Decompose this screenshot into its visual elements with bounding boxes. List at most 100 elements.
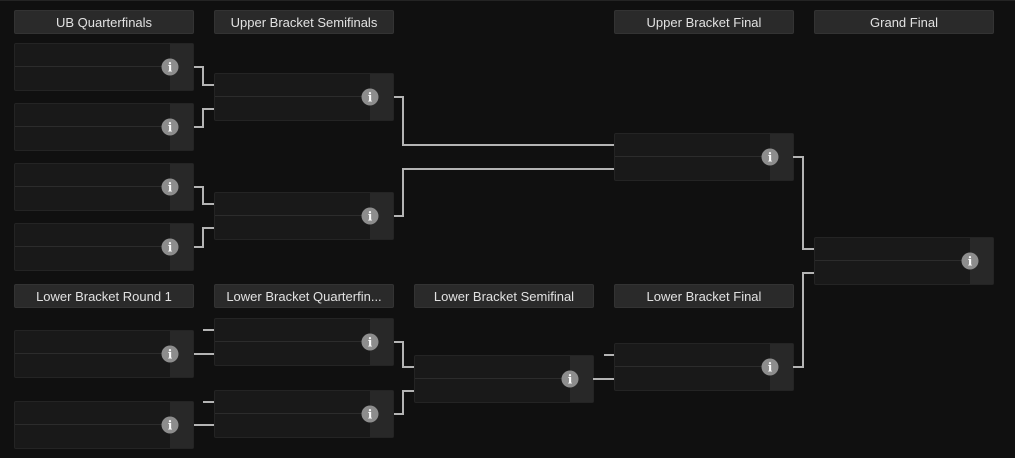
bracket-connector-line xyxy=(202,203,214,205)
match-info-icon[interactable]: i xyxy=(161,58,179,76)
score-column xyxy=(970,238,993,284)
bracket-connector-line xyxy=(394,96,404,98)
score-column xyxy=(170,331,193,377)
score-column xyxy=(570,356,593,402)
match-lb-quarterfinal-1: i xyxy=(214,318,394,366)
team-slot-top xyxy=(615,344,793,367)
bracket-connector-line xyxy=(394,413,404,415)
score-column xyxy=(170,164,193,210)
team-slot-top xyxy=(815,238,993,261)
match-ub-final: i xyxy=(614,133,794,181)
match-lb-quarterfinal-2: i xyxy=(214,390,394,438)
team-slot-top xyxy=(15,402,193,425)
bracket-connector-line xyxy=(202,186,204,205)
round-header-ub-quarterfinals: UB Quarterfinals xyxy=(14,10,194,34)
bracket-connector-line xyxy=(394,341,404,343)
bracket-connector-line xyxy=(802,272,814,274)
match-info-icon[interactable]: i xyxy=(161,118,179,136)
match-info-icon[interactable]: i xyxy=(761,148,779,166)
bracket-connector-line xyxy=(402,390,414,392)
round-header-grand-final: Grand Final xyxy=(814,10,994,34)
match-info-icon[interactable]: i xyxy=(761,358,779,376)
bracket-connector-line xyxy=(394,215,404,217)
score-column xyxy=(170,402,193,448)
bracket-connector-line xyxy=(402,96,404,146)
bracket-connector-line xyxy=(202,227,214,229)
bracket-connector-line xyxy=(202,84,214,86)
match-info-icon[interactable]: i xyxy=(161,416,179,434)
match-info-icon[interactable]: i xyxy=(161,345,179,363)
round-header-ub-final: Upper Bracket Final xyxy=(614,10,794,34)
match-info-icon[interactable]: i xyxy=(361,333,379,351)
bracket-connector-line xyxy=(194,186,204,188)
team-slot-top xyxy=(215,193,393,216)
bracket-connector-line xyxy=(202,227,204,248)
match-lb-round1-1: i xyxy=(14,330,194,378)
team-slot-top xyxy=(215,74,393,97)
team-slot-top xyxy=(215,319,393,342)
round-header-lb-semifinal: Lower Bracket Semifinal xyxy=(414,284,594,308)
match-lb-final: i xyxy=(614,343,794,391)
match-ub-quarterfinal-1: i xyxy=(14,43,194,91)
team-slot-top xyxy=(15,224,193,247)
bracket-connector-line xyxy=(402,144,614,146)
bracket-connector-line xyxy=(202,66,204,86)
match-info-icon[interactable]: i xyxy=(161,238,179,256)
match-info-icon[interactable]: i xyxy=(361,207,379,225)
team-slot-top xyxy=(415,356,593,379)
match-info-icon[interactable]: i xyxy=(161,178,179,196)
bracket-connector-line xyxy=(593,378,614,380)
team-slot-top xyxy=(215,391,393,414)
team-slot-top xyxy=(615,134,793,157)
round-header-lb-quarterfinals: Lower Bracket Quarterfin... xyxy=(214,284,394,308)
bracket-connector-line xyxy=(202,108,204,128)
match-ub-quarterfinal-3: i xyxy=(14,163,194,211)
bracket-connector-line xyxy=(194,353,214,355)
bracket-connector-line xyxy=(793,156,804,158)
bracket-connector-line xyxy=(402,341,404,368)
match-info-icon[interactable]: i xyxy=(361,405,379,423)
bracket-connector-line xyxy=(402,168,614,170)
bracket-connector-line xyxy=(402,168,404,217)
team-slot-top xyxy=(15,104,193,127)
team-slot-top xyxy=(15,331,193,354)
bracket-connector-line xyxy=(802,248,814,250)
match-info-icon[interactable]: i xyxy=(361,88,379,106)
team-slot-top xyxy=(15,44,193,67)
bracket-connector-line xyxy=(802,156,804,250)
score-column xyxy=(170,44,193,90)
bracket-connector-line xyxy=(202,108,214,110)
bracket-connector-line xyxy=(793,366,804,368)
match-ub-semifinal-1: i xyxy=(214,73,394,121)
score-column xyxy=(370,193,393,239)
bracket-connector-line xyxy=(203,329,214,331)
score-column xyxy=(170,104,193,150)
round-header-ub-semifinals: Upper Bracket Semifinals xyxy=(214,10,394,34)
team-slot-top xyxy=(15,164,193,187)
bracket-connector-line xyxy=(604,354,614,356)
score-column xyxy=(370,74,393,120)
match-grand-final: i xyxy=(814,237,994,285)
match-ub-quarterfinal-4: i xyxy=(14,223,194,271)
bracket-connector-line xyxy=(194,66,204,68)
match-lb-semifinal: i xyxy=(414,355,594,403)
bracket-connector-line xyxy=(194,126,204,128)
bracket-connector-line xyxy=(194,246,204,248)
match-ub-quarterfinal-2: i xyxy=(14,103,194,151)
score-column xyxy=(770,134,793,180)
match-lb-round1-2: i xyxy=(14,401,194,449)
bracket-connector-line xyxy=(402,390,404,415)
score-column xyxy=(370,319,393,365)
bracket-connector-line xyxy=(402,366,414,368)
match-info-icon[interactable]: i xyxy=(561,370,579,388)
round-header-lb-round-1: Lower Bracket Round 1 xyxy=(14,284,194,308)
score-column xyxy=(370,391,393,437)
match-ub-semifinal-2: i xyxy=(214,192,394,240)
bracket-connector-line xyxy=(802,272,804,368)
bracket-connector-line xyxy=(203,401,214,403)
round-header-lb-final: Lower Bracket Final xyxy=(614,284,794,308)
score-column xyxy=(170,224,193,270)
match-info-icon[interactable]: i xyxy=(961,252,979,270)
score-column xyxy=(770,344,793,390)
bracket-connector-line xyxy=(194,424,214,426)
